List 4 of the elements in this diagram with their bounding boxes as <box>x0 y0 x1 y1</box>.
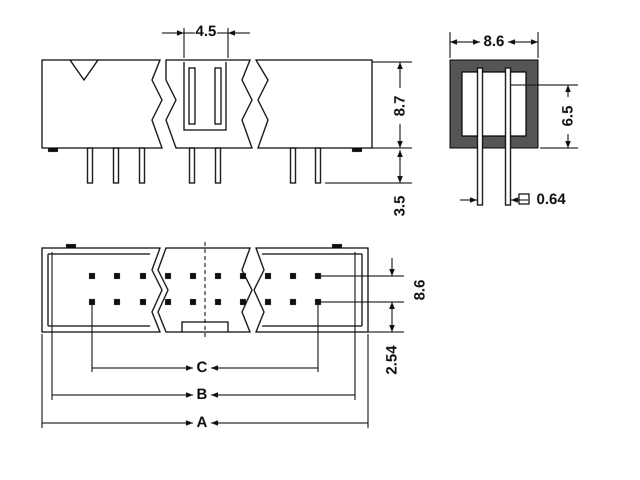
dimension-label: 6.5 <box>560 104 576 128</box>
dimension-label: 8.6 <box>412 278 428 302</box>
dimension-label: 3.5 <box>392 194 408 218</box>
dimension-label: 8.7 <box>392 94 408 118</box>
